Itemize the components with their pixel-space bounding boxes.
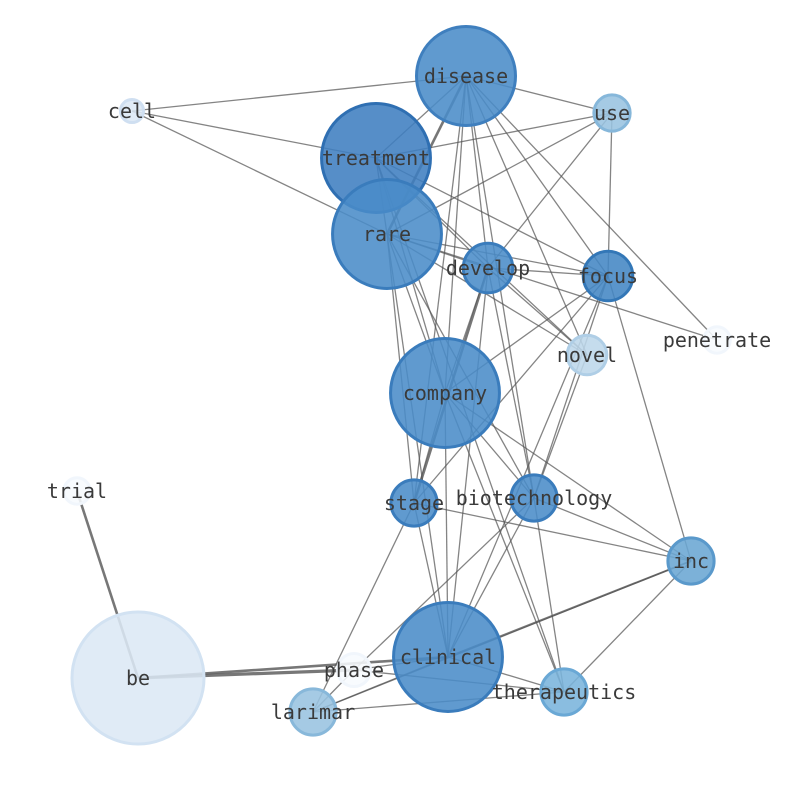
node-develop: develop <box>446 241 530 295</box>
node-label-clinical: clinical <box>400 645 496 669</box>
node-larimar: larimar <box>271 687 355 737</box>
node-inc: inc <box>666 536 716 586</box>
node-layer: disease cell use treatment rare develop focus p… <box>47 25 771 746</box>
node-focus: focus <box>578 249 638 303</box>
node-label-company: company <box>403 381 487 405</box>
node-circle-develop <box>461 241 515 295</box>
node-circle-disease <box>415 25 517 127</box>
node-circle-be <box>70 610 206 746</box>
edge-develop-clinical <box>447 267 489 658</box>
edge-biotechnology-phase <box>353 497 535 671</box>
node-label-treatment: treatment <box>322 146 430 170</box>
node-label-disease: disease <box>424 64 508 88</box>
node-penetrate: penetrate <box>663 325 771 355</box>
node-clinical: clinical <box>392 601 504 713</box>
node-stage: stage <box>384 478 444 528</box>
node-label-cell: cell <box>108 99 156 123</box>
node-label-novel: novel <box>557 343 617 367</box>
node-circle-phase <box>336 652 372 688</box>
node-trial: trial <box>47 476 107 506</box>
node-circle-penetrate <box>702 325 732 355</box>
node-circle-novel <box>565 333 609 377</box>
node-circle-biotechnology <box>509 473 559 523</box>
node-label-use: use <box>594 101 630 125</box>
node-novel: novel <box>557 333 617 377</box>
node-label-inc: inc <box>673 549 709 573</box>
edge-develop-biotechnology <box>487 267 535 499</box>
node-label-stage: stage <box>384 491 444 515</box>
edge-use-develop <box>487 112 613 269</box>
edge-stage-inc <box>413 502 692 562</box>
edge-novel-biotechnology <box>533 354 588 499</box>
node-circle-stage <box>389 478 439 528</box>
node-therapeutics: therapeutics <box>492 667 637 717</box>
edge-use-focus <box>607 112 613 277</box>
node-label-trial: trial <box>47 479 107 503</box>
edge-focus-inc <box>607 275 692 562</box>
node-circle-trial <box>62 476 92 506</box>
edge-disease-penetrate <box>465 75 718 341</box>
node-label-rare: rare <box>363 222 411 246</box>
node-label-therapeutics: therapeutics <box>492 680 637 704</box>
node-phase: phase <box>324 652 384 688</box>
node-biotechnology: biotechnology <box>456 473 613 523</box>
node-circle-focus <box>581 249 635 303</box>
edge-biotechnology-therapeutics <box>533 497 565 693</box>
node-rare: rare <box>331 178 443 290</box>
node-company: company <box>389 337 501 449</box>
node-be: be <box>70 610 206 746</box>
edge-cell-disease <box>131 75 467 112</box>
edge-inc-therapeutics <box>563 560 692 693</box>
node-label-focus: focus <box>578 264 638 288</box>
node-disease: disease <box>415 25 517 127</box>
node-circle-inc <box>666 536 716 586</box>
node-use: use <box>592 93 632 133</box>
node-circle-use <box>592 93 632 133</box>
node-label-be: be <box>126 666 150 690</box>
edge-biotechnology-inc <box>533 497 692 562</box>
node-label-penetrate: penetrate <box>663 328 771 352</box>
node-cell: cell <box>108 97 156 125</box>
node-circle-therapeutics <box>539 667 589 717</box>
node-label-phase: phase <box>324 658 384 682</box>
node-label-larimar: larimar <box>271 700 355 724</box>
edge-stage-larimar <box>312 502 415 713</box>
node-circle-larimar <box>288 687 338 737</box>
edge-focus-biotechnology <box>533 275 609 499</box>
node-circle-company <box>389 337 501 449</box>
node-circle-cell <box>118 97 146 125</box>
node-label-biotechnology: biotechnology <box>456 486 613 510</box>
node-label-develop: develop <box>446 256 530 280</box>
edge-rare-penetrate <box>386 233 718 341</box>
node-circle-clinical <box>392 601 504 713</box>
node-circle-rare <box>331 178 443 290</box>
